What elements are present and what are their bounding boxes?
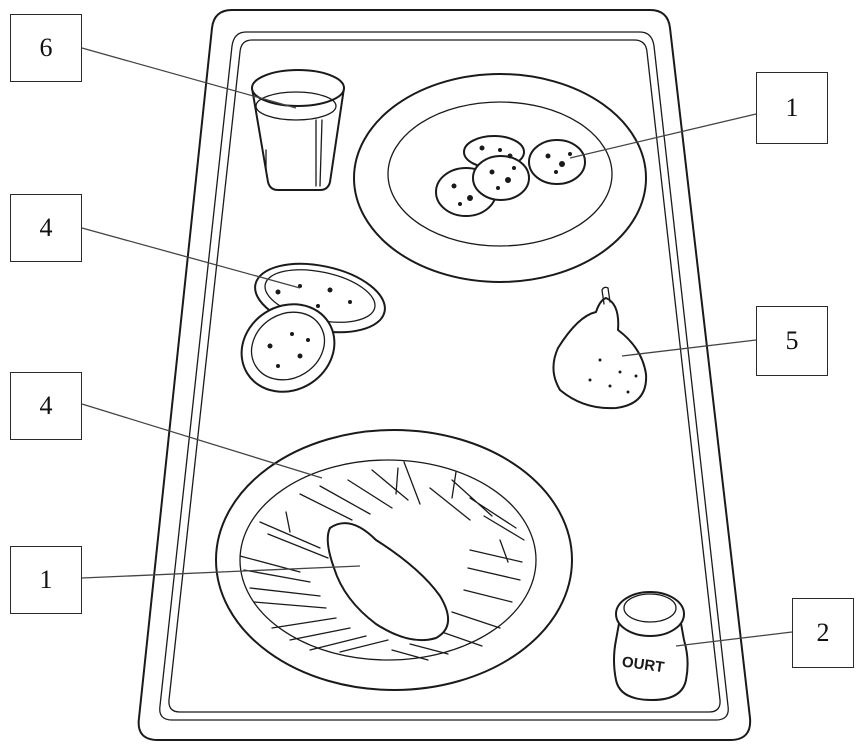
cookie-plate bbox=[354, 74, 646, 282]
label-cookies: 1 bbox=[756, 72, 828, 144]
label-fries: 4 bbox=[10, 372, 82, 440]
pear bbox=[553, 287, 646, 408]
crackers bbox=[225, 253, 391, 409]
label-crackers: 4 bbox=[10, 194, 82, 262]
label-chicken: 1 bbox=[10, 546, 82, 614]
label-pear: 5 bbox=[756, 306, 828, 376]
fries-plate bbox=[216, 430, 572, 690]
milk-glass bbox=[252, 70, 344, 190]
label-glass: 6 bbox=[10, 14, 82, 82]
label-yogurt: 2 bbox=[792, 598, 854, 668]
